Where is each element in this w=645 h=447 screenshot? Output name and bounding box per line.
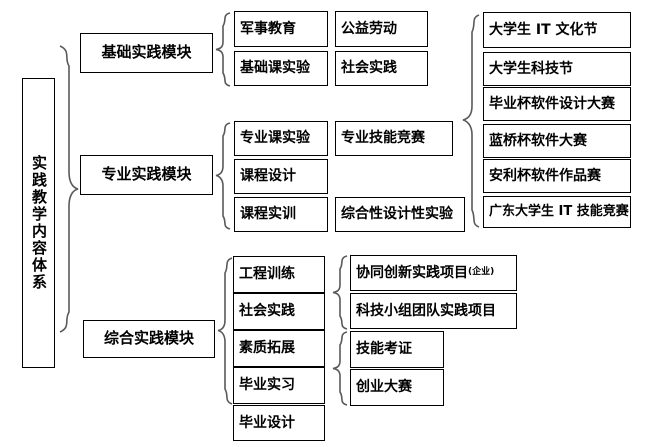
engineering-sub-item-label-0: 协同创新实践项目 — [356, 264, 468, 281]
brace-competition-to-items — [462, 14, 482, 228]
engineering-sub-item-label-1: 科技小组团队实践项目 — [356, 302, 496, 319]
major-item-label-4: 综合性设计性实验 — [341, 206, 453, 223]
competition-item-label-3: 蓝桥杯软件大赛 — [489, 132, 587, 149]
brace-engineering-to-subitems — [332, 255, 350, 330]
comprehensive-item-label-1: 社会实践 — [239, 303, 295, 320]
competition-item-label-0: 大学生 IT 文化节 — [489, 21, 598, 38]
basic-item-box-3: 社会实践 — [335, 51, 428, 86]
quality-sub-item-label-0: 技能考证 — [356, 341, 412, 358]
basic-item-label-0: 军事教育 — [240, 20, 296, 37]
comprehensive-item-box-4: 毕业设计 — [233, 405, 325, 441]
module-label-major: 专业实践模块 — [101, 165, 192, 184]
basic-item-label-3: 社会实践 — [341, 60, 397, 77]
major-item-box-1: 专业技能竞赛 — [335, 121, 453, 156]
comprehensive-item-label-2: 素质拓展 — [239, 340, 295, 357]
module-box-major: 专业实践模块 — [80, 155, 213, 195]
major-item-box-2: 课程设计 — [234, 159, 328, 194]
major-item-label-1: 专业技能竞赛 — [341, 130, 425, 147]
major-item-label-2: 课程设计 — [240, 168, 296, 185]
major-item-label-3: 课程实训 — [240, 206, 296, 223]
engineering-sub-item-suffix-0: (企业) — [468, 267, 495, 278]
competition-item-box-3: 蓝桥杯软件大赛 — [483, 124, 631, 158]
engineering-sub-item-box-1: 科技小组团队实践项目 — [350, 293, 517, 329]
quality-sub-item-label-1: 创业大赛 — [356, 379, 412, 396]
basic-item-box-2: 基础课实验 — [234, 51, 328, 86]
root-node: 实践教学内容体系 — [22, 78, 55, 368]
module-box-comprehensive: 综合实践模块 — [83, 320, 215, 358]
brace-quality-to-subitems — [332, 331, 350, 406]
module-label-comprehensive: 综合实践模块 — [103, 329, 194, 348]
module-box-basic: 基础实践模块 — [80, 33, 213, 73]
competition-item-label-4: 安利杯软件作品赛 — [489, 167, 601, 184]
root-node-label: 实践教学内容体系 — [30, 155, 48, 291]
quality-sub-item-box-0: 技能考证 — [350, 331, 444, 368]
basic-item-box-0: 军事教育 — [234, 11, 328, 47]
major-item-box-3: 课程实训 — [234, 197, 328, 232]
basic-item-label-1: 公益劳动 — [341, 20, 397, 37]
module-label-basic: 基础实践模块 — [101, 43, 192, 62]
competition-item-label-1: 大学生科技节 — [489, 60, 573, 77]
competition-item-label-2: 毕业杯软件设计大赛 — [489, 95, 615, 112]
comprehensive-item-box-0: 工程训练 — [233, 256, 325, 293]
brace-root-to-modules — [58, 44, 80, 334]
engineering-sub-item-box-0: 协同创新实践项目(企业) — [350, 255, 517, 291]
comprehensive-item-label-3: 毕业实习 — [239, 377, 295, 394]
competition-item-box-4: 安利杯软件作品赛 — [483, 159, 631, 193]
major-item-box-4: 综合性设计性实验 — [335, 197, 465, 232]
comprehensive-item-box-1: 社会实践 — [233, 293, 325, 330]
major-item-box-0: 专业课实验 — [234, 121, 328, 156]
quality-sub-item-box-1: 创业大赛 — [350, 369, 444, 406]
comprehensive-item-box-3: 毕业实习 — [233, 367, 325, 404]
competition-item-box-1: 大学生科技节 — [483, 52, 631, 86]
brace-basic-to-items — [215, 12, 233, 87]
brace-major-to-items — [215, 122, 233, 230]
major-item-label-0: 专业课实验 — [240, 130, 310, 147]
competition-item-box-2: 毕业杯软件设计大赛 — [483, 87, 631, 121]
comprehensive-item-label-4: 毕业设计 — [239, 414, 295, 431]
basic-item-label-2: 基础课实验 — [240, 60, 310, 77]
basic-item-box-1: 公益劳动 — [335, 11, 428, 47]
competition-item-label-5: 广东大学生 IT 技能竞赛 — [489, 204, 629, 220]
competition-item-box-0: 大学生 IT 文化节 — [483, 12, 631, 48]
competition-item-box-5: 广东大学生 IT 技能竞赛 — [483, 196, 631, 228]
comprehensive-item-box-2: 素质拓展 — [233, 330, 325, 367]
comprehensive-item-label-0: 工程训练 — [239, 266, 295, 283]
